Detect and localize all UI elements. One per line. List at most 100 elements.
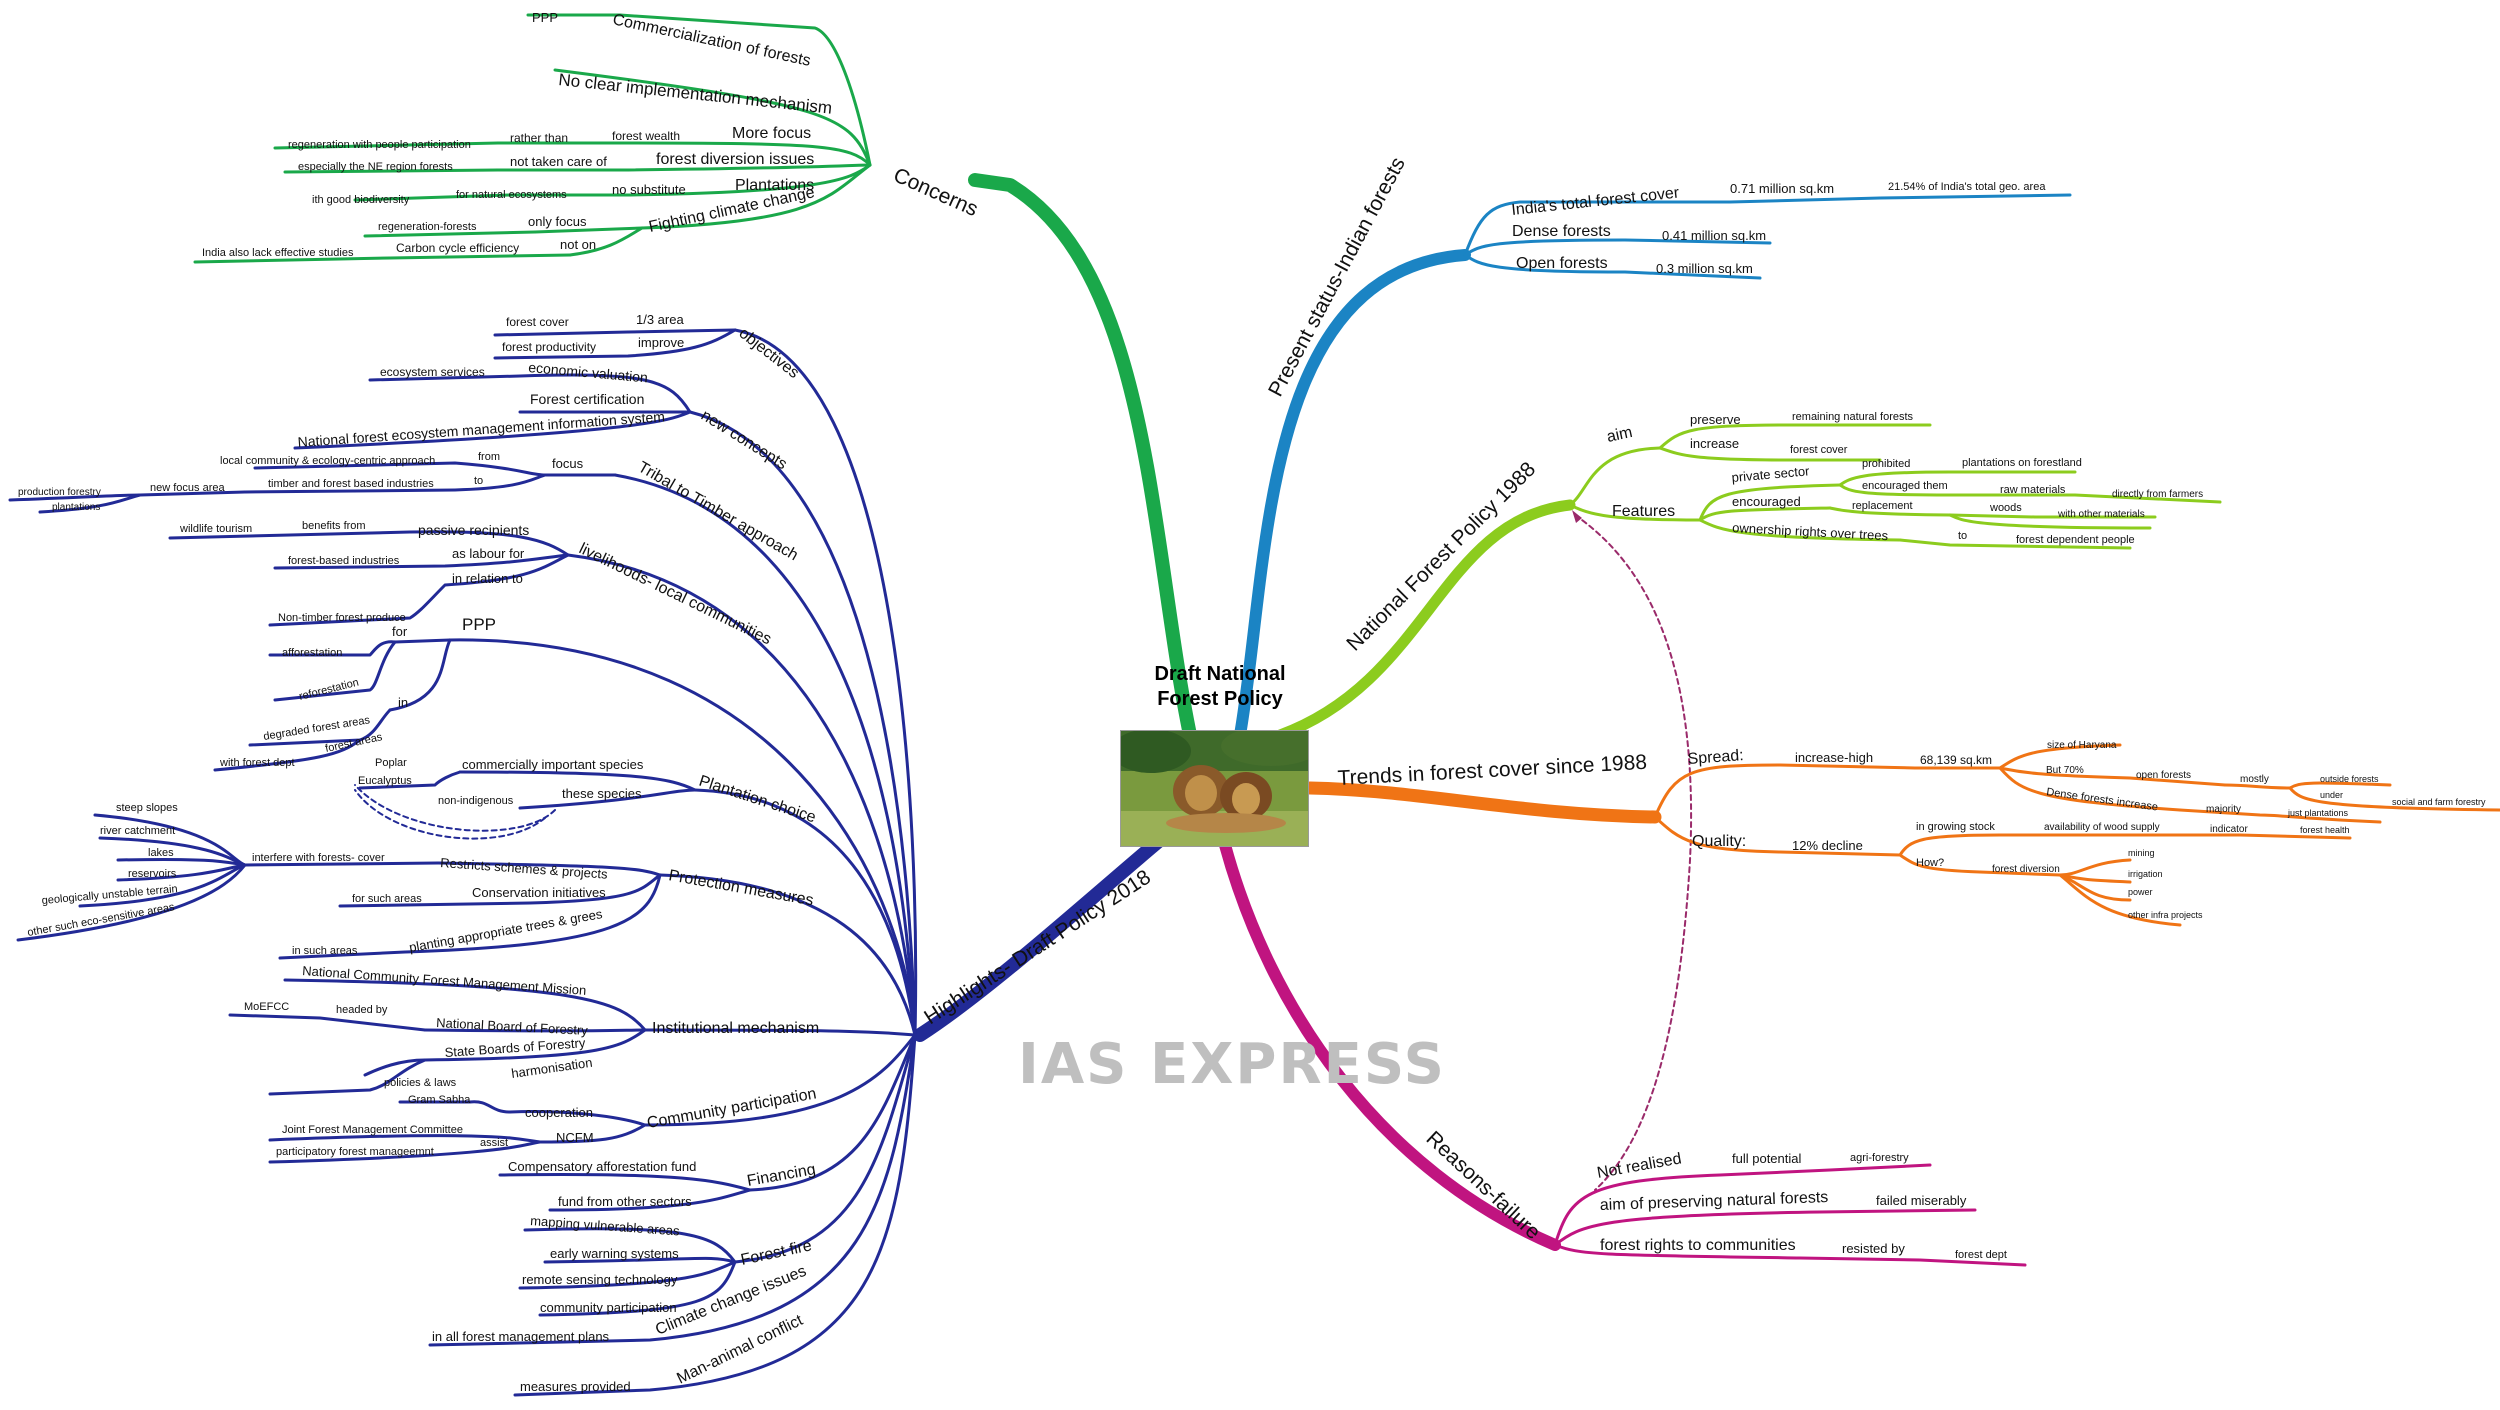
tr-size-haryana: size of Haryana	[2047, 740, 2117, 751]
hl-steep-slopes: steep slopes	[116, 802, 178, 814]
hl-jfmc: Joint Forest Management Committee	[282, 1124, 463, 1136]
hl-ntfp: Non-timber forest produce	[278, 612, 406, 624]
center-title-line2: Forest Policy	[1157, 688, 1283, 710]
concerns-not-taken-care: not taken care of	[510, 154, 607, 169]
nfp-prohibited: prohibited	[1862, 458, 1910, 470]
lions-photo-icon	[1120, 730, 1309, 847]
hl-ppp-in: in	[398, 695, 408, 710]
tr-open-forests: open forests	[2136, 770, 2191, 781]
nfp-increase: increase	[1690, 436, 1739, 451]
hl-these-species: these species	[562, 786, 642, 801]
concerns-no-clear: No clear implementation mechanism	[558, 70, 833, 118]
hl-community-participation: community participation	[540, 1300, 677, 1315]
tr-how: How?	[1916, 857, 1944, 869]
branch-present-status-trunk	[1234, 249, 1471, 741]
hl-forest-cover: forest cover	[506, 315, 569, 329]
tr-forest-diversion: forest diversion	[1992, 864, 2060, 875]
hl-poplar: Poplar	[375, 757, 407, 769]
tr-decline: 12% decline	[1792, 838, 1863, 853]
hl-measures: measures provided	[520, 1379, 631, 1394]
branch-trends-trunk	[1303, 781, 1662, 824]
ps-total-cover: India's total forest cover	[1511, 184, 1681, 219]
hl-for-such-areas: for such areas	[352, 893, 422, 905]
hl-protection: Protection measures	[667, 867, 814, 909]
branch-concerns-trunk	[968, 173, 1197, 742]
center-title: Draft National Forest Policy	[1120, 662, 1320, 712]
ps-total-pct: 21.54% of India's total geo. area	[1888, 181, 2046, 193]
rs-full-potential: full potential	[1732, 1151, 1801, 1166]
tr-wood-supply: availability of wood supply	[2044, 822, 2160, 833]
concerns-not-on: not on	[560, 237, 596, 252]
nfp-ownership: ownership rights over trees	[1732, 520, 1889, 543]
hl-eucalyptus: Eucalyptus	[358, 775, 412, 787]
hl-benefits-from: benefits from	[302, 520, 366, 532]
nfp-forest-dependent: forest dependent people	[2016, 534, 2135, 546]
hl-ncfmm: National Community Forest Management Mis…	[302, 963, 587, 998]
hl-tribal: Tribal to Timber approach	[635, 459, 801, 565]
hl-policies-laws: policies & laws	[384, 1077, 457, 1089]
tr-just-plantations: just plantations	[2287, 808, 2349, 818]
hl-wildlife-tourism: wildlife tourism	[179, 523, 252, 535]
hl-forest-based: forest-based industries	[288, 555, 400, 567]
hl-area: 1/3 area	[636, 312, 684, 327]
concerns-forest-wealth: forest wealth	[612, 129, 680, 143]
nfp-replacement: replacement	[1852, 500, 1913, 512]
rs-aim-preserving: aim of preserving natural forests	[1600, 1189, 1829, 1214]
hl-from: from	[478, 451, 500, 463]
hl-moefcc: MoEFCC	[244, 1001, 289, 1013]
hl-afforestation: afforestation	[282, 647, 342, 659]
hl-improve: improve	[638, 335, 684, 350]
hl-non-indigenous: non-indigenous	[438, 795, 514, 807]
hl-remote-sensing: remote sensing technology	[522, 1272, 678, 1287]
hl-ecosystem-services: ecosystem services	[380, 365, 485, 379]
arrow-head-nfp	[1572, 510, 1582, 523]
hl-objectives: objectives	[736, 325, 803, 382]
tr-quality: Quality:	[1692, 833, 1746, 850]
tr-mostly: mostly	[2240, 774, 2269, 785]
hl-forest-cert: Forest certification	[530, 391, 644, 407]
hl-commercially: commercially important species	[462, 757, 644, 772]
hl-ppp: PPP	[462, 615, 496, 634]
concerns-carbon-cycle: Carbon cycle efficiency	[396, 241, 519, 255]
concerns-india-lack: India also lack effective studies	[202, 247, 354, 259]
nfp-encouraged: encouraged	[1732, 494, 1801, 509]
dashed-link-nfp-reasons	[1574, 514, 1692, 1191]
tr-indicator: indicator	[2210, 824, 2248, 835]
hl-reservoirs: reservoirs	[128, 868, 177, 880]
tr-power: power	[2128, 887, 2153, 897]
rs-failed: failed miserably	[1876, 1193, 1967, 1208]
hl-restricts: Restricts schemes & projects	[440, 855, 609, 882]
tr-forest-health: forest health	[2300, 825, 2350, 835]
nfp-aim: aim	[1605, 424, 1634, 446]
hl-focus: focus	[552, 456, 584, 471]
concerns-regen-forests: regeneration-forests	[378, 221, 477, 233]
concerns-more-focus: More focus	[732, 125, 811, 142]
nfp-to: to	[1958, 530, 1967, 542]
concerns-good-biodiversity: ith good biodiversity	[312, 194, 410, 206]
hl-institutional: Institutional mechanism	[652, 1020, 819, 1037]
hl-cooperation: cooperation	[525, 1105, 593, 1120]
hl-to: to	[474, 475, 483, 487]
center-title-line1: Draft National	[1154, 663, 1286, 685]
hl-in-all: in all forest management plans	[432, 1329, 610, 1344]
hl-forest-productivity: forest productivity	[502, 340, 596, 354]
hl-forest-areas: forest areas	[324, 731, 384, 755]
branch-label-concerns: Concerns	[890, 164, 981, 222]
hl-early-warning: early warning systems	[550, 1246, 679, 1261]
tr-dense-increase: Dense forests increase	[2046, 786, 2159, 814]
tr-spread: Spread:	[1687, 747, 1744, 768]
concerns-only-focus: only focus	[528, 214, 587, 229]
hl-in-relation: in relation to	[452, 571, 523, 586]
ps-dense-value: 0.41 million sq.km	[1662, 228, 1766, 243]
hl-ncfm: NCFM	[556, 1130, 594, 1145]
hl-participatory: participatory forest manageemnt	[276, 1146, 434, 1158]
hl-gram-sabha: Gram Sabha	[408, 1094, 471, 1106]
tr-growing-stock: in growing stock	[1916, 821, 1995, 833]
hl-assist: assist	[480, 1137, 508, 1149]
hl-production-forestry: production forestry	[18, 487, 101, 498]
hl-compensatory: Compensatory afforestation fund	[508, 1159, 696, 1174]
concerns-ppp: PPP	[532, 10, 558, 25]
watermark: IAS EXPRESS	[1018, 1032, 1446, 1097]
hl-plantation-choice: Plantation choice	[697, 773, 818, 827]
hl-timber: timber and forest based industries	[268, 478, 434, 490]
